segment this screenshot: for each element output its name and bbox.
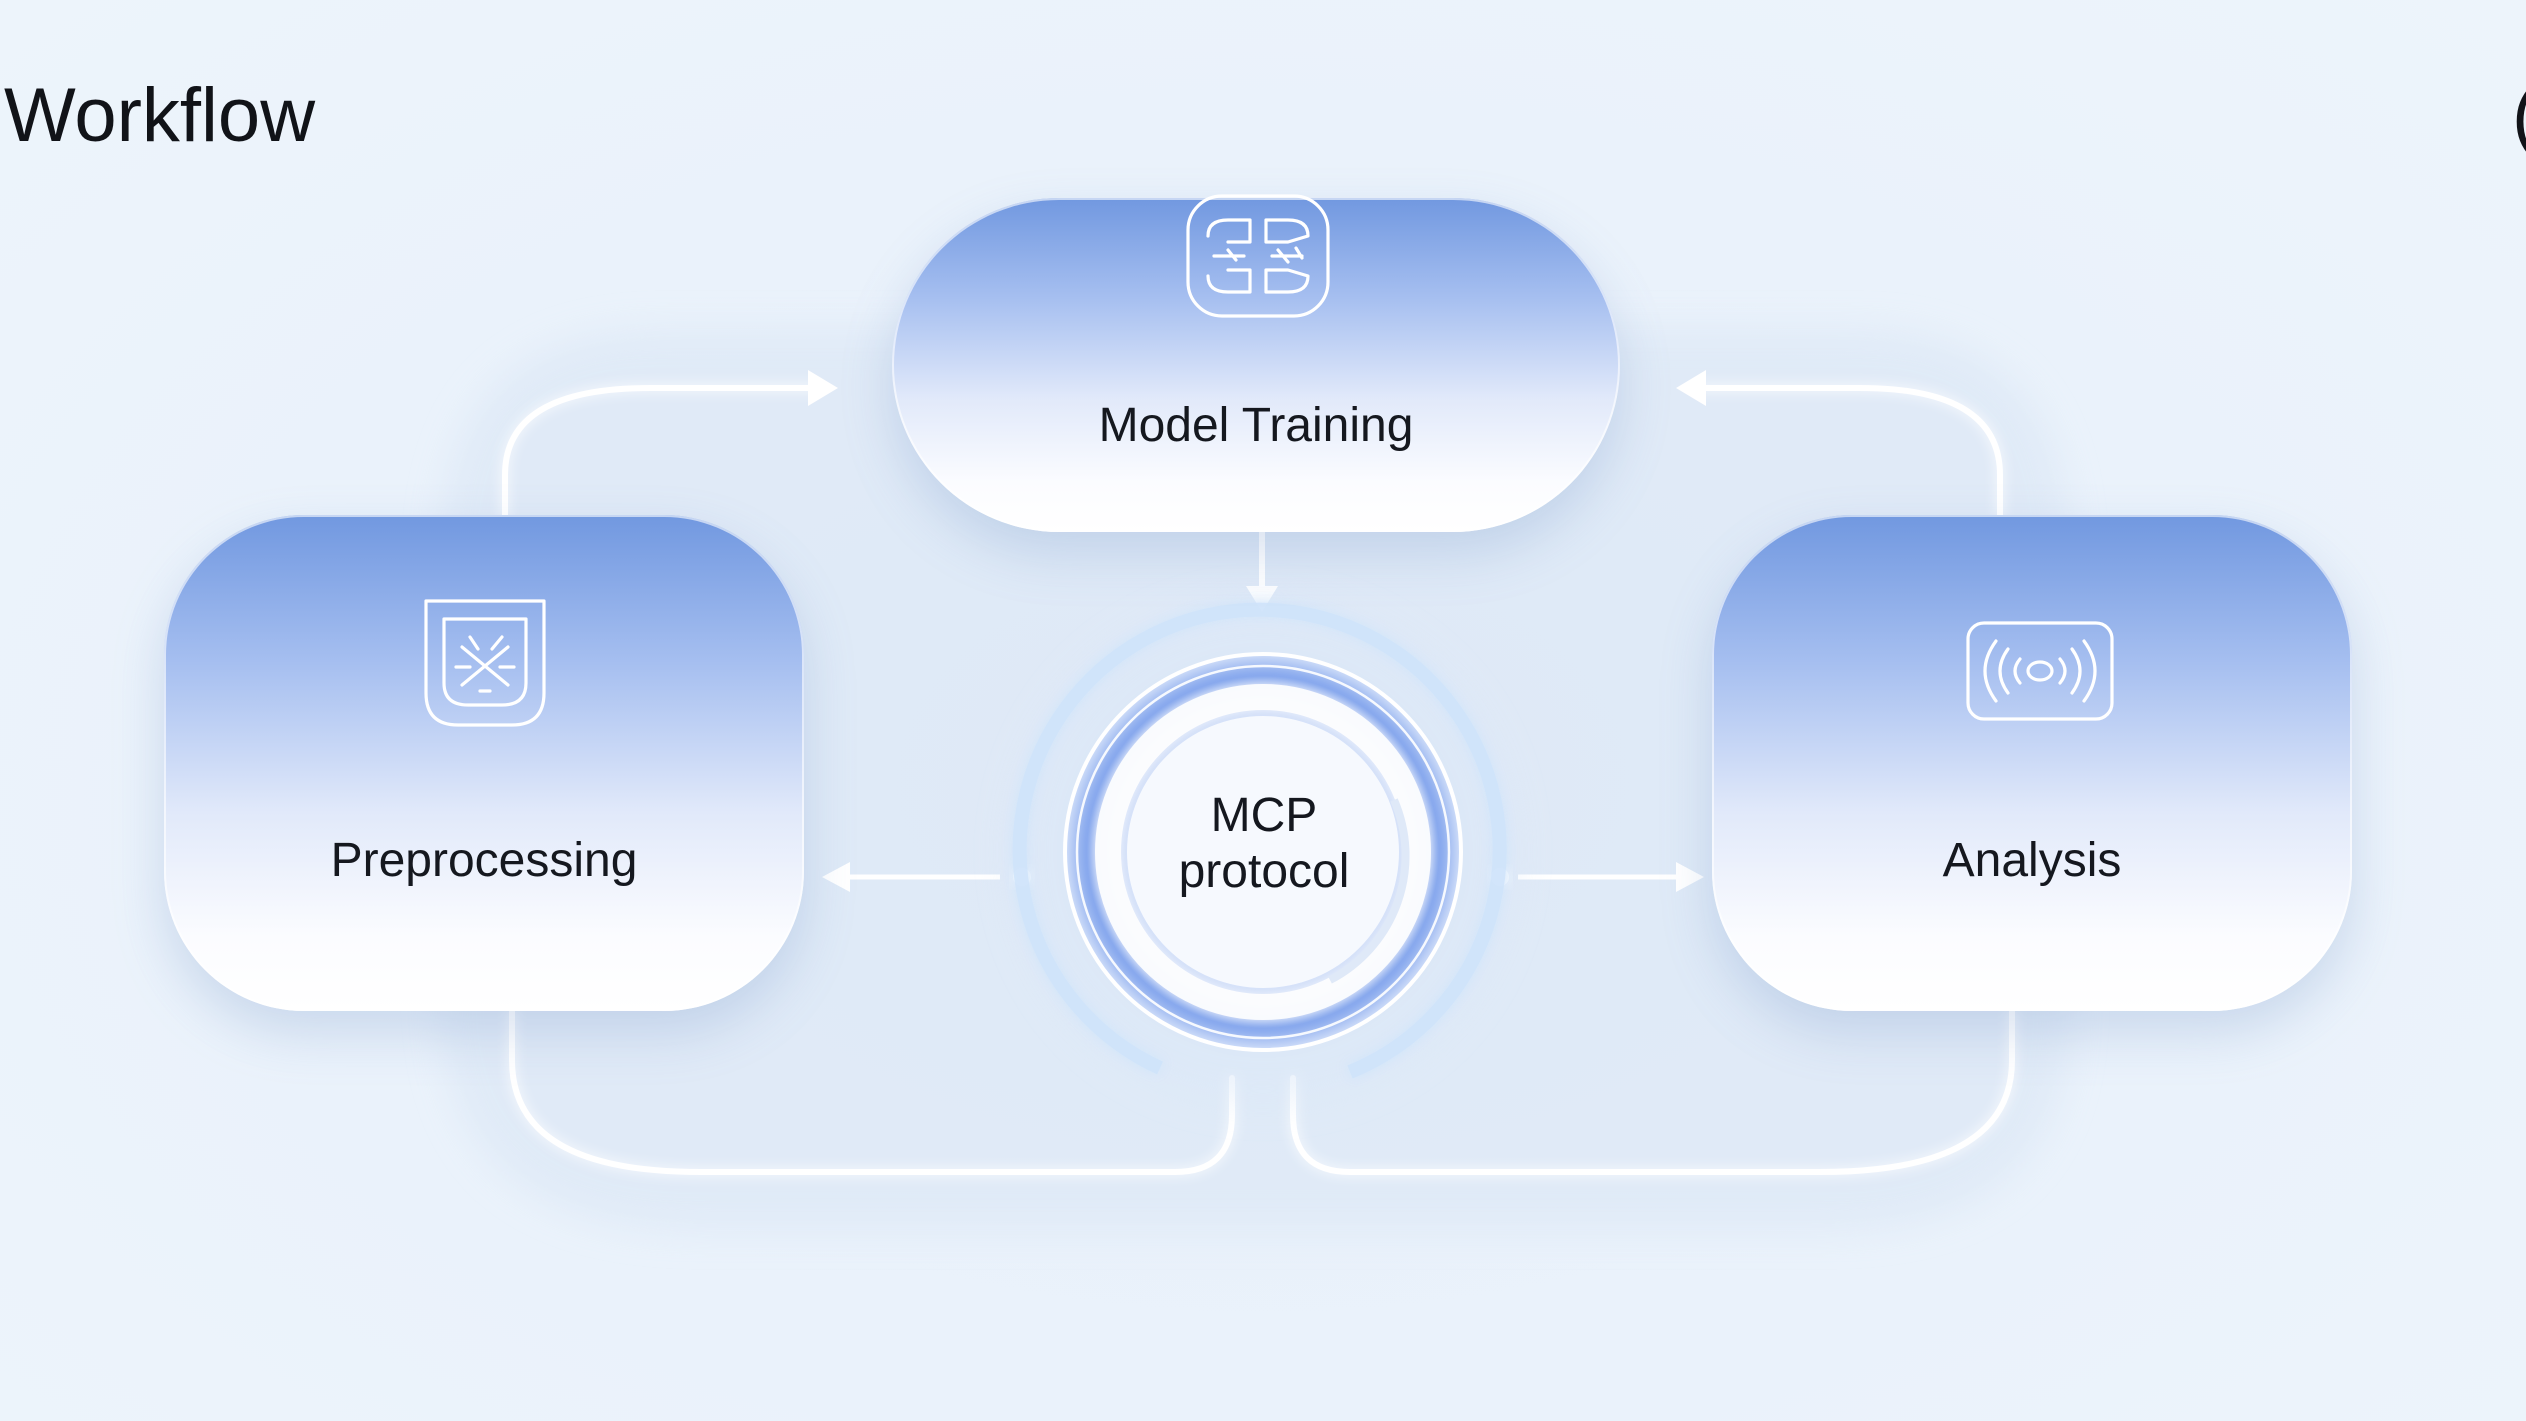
arrow-preprocessing-to-training [502,385,818,518]
return-loop-right [1290,1008,2015,1175]
mcp-hub [1012,602,1513,1102]
mcp-hub-label[interactable]: MCP protocol [1064,788,1464,900]
clipped-heading-glyph: ( [2512,72,2526,159]
preprocessing-label: Preprocessing [330,834,638,887]
analysis-label: Analysis [1942,834,2122,887]
preprocessing-node[interactable]: Preprocessing [164,515,804,1011]
model-training-label: Model Training [1098,399,1414,452]
model-training-node[interactable]: Model Training [892,194,1620,532]
arrow-analysis-to-training [1697,385,2003,518]
signal-waves-icon [1966,621,2114,721]
return-loop-left [509,1008,1235,1175]
neural-network-icon [1186,194,1330,318]
page-title: Workflow [4,73,316,158]
hub-label-line2: protocol [1178,845,1350,898]
hub-label-line1: MCP [1210,789,1318,842]
shield-filter-icon [424,599,546,727]
analysis-node[interactable]: Analysis [1712,515,2352,1011]
